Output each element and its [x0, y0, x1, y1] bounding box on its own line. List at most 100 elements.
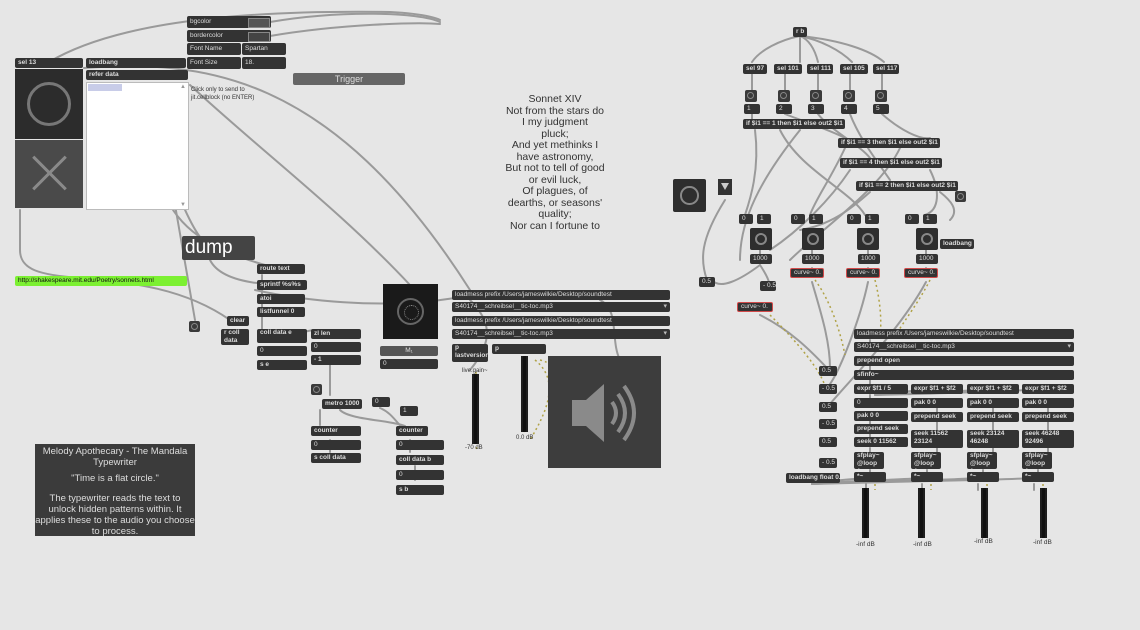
msg-1000-1[interactable]: 1000	[750, 254, 772, 264]
msg-zero-3[interactable]: 0	[847, 214, 861, 224]
sfplay-object-1[interactable]: sfplay~ @loop 1	[854, 452, 884, 469]
sprintf-object[interactable]: sprintf %s%s	[257, 280, 307, 290]
level-slider-1[interactable]	[862, 488, 869, 538]
envelope-bang-2[interactable]	[802, 228, 824, 250]
level-slider-3[interactable]	[981, 488, 988, 538]
pak-object-0[interactable]: pak 0 0	[854, 411, 908, 421]
gain-slider-right[interactable]	[521, 356, 528, 432]
sfplay-object-3[interactable]: sfplay~ @loop 1	[967, 452, 997, 469]
atoi-object[interactable]: atoi	[257, 294, 305, 304]
loadbang-right-object[interactable]: loadbang	[940, 239, 974, 249]
envelope-bang-1[interactable]	[750, 228, 772, 250]
expr-divide-object[interactable]: expr $f1 / 5	[854, 384, 908, 394]
minus-half-3[interactable]: - 0.5	[819, 458, 837, 468]
seek-message-3[interactable]: seek 23124 46248	[967, 430, 1019, 448]
prepend-seek-0[interactable]: prepend seek	[854, 424, 908, 434]
clear-message[interactable]: clear	[227, 316, 249, 326]
sfplay-object-2[interactable]: sfplay~ @loop 1	[911, 452, 941, 469]
bgcolor-swatch[interactable]	[248, 18, 270, 28]
number-box-m1[interactable]: 0	[380, 359, 438, 369]
if-equals-2-object[interactable]: if $i1 == 2 then $i1 else out2 $i1	[856, 181, 958, 191]
pak-object-2[interactable]: pak 0 0	[967, 398, 1019, 408]
multiply-signal-2[interactable]: *~	[911, 472, 943, 482]
s-coll-data-object[interactable]: s coll data	[311, 453, 361, 463]
trigger-button[interactable]: Trigger	[293, 73, 405, 85]
circle-tile[interactable]	[15, 69, 83, 139]
main-bang-button[interactable]	[673, 179, 706, 212]
bang-1-button[interactable]	[745, 90, 757, 102]
cross-tile[interactable]	[15, 140, 83, 208]
cellblock-selected-cell[interactable]	[88, 84, 122, 91]
msg-1000-2[interactable]: 1000	[802, 254, 824, 264]
bang-3-button[interactable]	[810, 90, 822, 102]
seek-message-2[interactable]: seek 11562 23124	[911, 430, 963, 448]
msg-one-4[interactable]: 1	[923, 214, 937, 224]
msg-1000-4[interactable]: 1000	[916, 254, 938, 264]
s-e-object[interactable]: s e	[257, 360, 307, 370]
seek-message-4[interactable]: seek 46248 92496	[1022, 430, 1074, 448]
prepend-seek-3[interactable]: prepend seek	[1022, 412, 1074, 422]
curve-object-2[interactable]: curve~ 0.	[846, 268, 880, 278]
expr-add-object-3[interactable]: expr $f1 + $f2	[1022, 384, 1074, 394]
gain-slider-left[interactable]	[472, 374, 479, 444]
msg-zero-1[interactable]: 0	[739, 214, 753, 224]
font-name-value[interactable]: Spartan	[242, 43, 286, 55]
number-box-expr[interactable]: 0	[854, 398, 908, 408]
file-menu-2[interactable]: S40174__schreibsel__tic-toc.mp3	[452, 329, 670, 339]
metro-object[interactable]: metro 1000	[322, 399, 362, 409]
bang-2-button[interactable]	[778, 90, 790, 102]
loadbang-object[interactable]: loadbang	[86, 58, 186, 68]
message-3[interactable]: 3	[808, 104, 824, 114]
curve-object-4[interactable]: curve~ 0.	[737, 302, 773, 312]
expr-add-object-1[interactable]: expr $f1 + $f2	[911, 384, 963, 394]
float-half-1[interactable]: 0.5	[819, 366, 837, 376]
loadmess-prefix-right[interactable]: loadmess prefix /Users/jameswilkie/Deskt…	[854, 329, 1074, 339]
minus-half-2[interactable]: - 0.5	[819, 419, 837, 429]
coll-data-e-object[interactable]: coll data e	[257, 329, 307, 343]
expr-add-object-2[interactable]: expr $f1 + $f2	[967, 384, 1019, 394]
multiply-signal-1[interactable]: *~	[854, 472, 886, 482]
multiply-signal-3[interactable]: *~	[967, 472, 999, 482]
url-message[interactable]: http://shakespeare.mit.edu/Poetry/sonnet…	[15, 276, 187, 286]
clear-bang-button[interactable]	[189, 321, 200, 332]
pak-object-3[interactable]: pak 0 0	[1022, 398, 1074, 408]
message-4[interactable]: 4	[841, 104, 857, 114]
curve-object-3[interactable]: curve~ 0.	[904, 268, 938, 278]
msg-1000-3[interactable]: 1000	[858, 254, 880, 264]
refer-data-object[interactable]: refer data	[86, 70, 188, 80]
sel-117-object[interactable]: sel 117	[873, 64, 899, 74]
message-1[interactable]: 1	[744, 104, 760, 114]
bordercolor-swatch[interactable]	[248, 32, 270, 42]
s-b-object[interactable]: s b	[396, 485, 444, 495]
file-menu[interactable]: S40174__schreibsel__tic-toc.mp3	[452, 302, 670, 312]
sel-105-object[interactable]: sel 105	[840, 64, 868, 74]
msg-zero-4[interactable]: 0	[905, 214, 919, 224]
msg-one-3[interactable]: 1	[865, 214, 879, 224]
float-half-3[interactable]: 0.5	[819, 437, 837, 447]
coll-data-b-object[interactable]: coll data b	[396, 455, 444, 465]
counter-object-a[interactable]: counter	[311, 426, 361, 436]
number-box-counter-a[interactable]: 0	[311, 440, 361, 450]
r-b-object[interactable]: r b	[793, 27, 807, 37]
message-5[interactable]: 5	[873, 104, 889, 114]
if-equals-3-object[interactable]: if $i1 == 3 then $i1 else out2 $i1	[838, 138, 940, 148]
loadmess-prefix-object-2[interactable]: loadmess prefix /Users/jameswilkie/Deskt…	[452, 316, 670, 326]
cellblock-scroll-down[interactable]: ▼	[180, 202, 186, 208]
number-box-coll-b[interactable]: 0	[396, 470, 444, 480]
sel-13-object[interactable]: sel 13	[15, 58, 83, 68]
number-box-counter-b[interactable]: 0	[396, 440, 444, 450]
dump-button[interactable]: dump	[182, 236, 255, 260]
sel-97-object[interactable]: sel 97	[743, 64, 767, 74]
minus-half-1[interactable]: - 0.5	[819, 384, 837, 394]
metro-toggle[interactable]	[311, 384, 322, 395]
sfplay-object-4[interactable]: sfplay~ @loop 1	[1022, 452, 1052, 469]
msg-one-2[interactable]: 1	[809, 214, 823, 224]
number-box-metro[interactable]: 0	[372, 397, 390, 407]
route-text-object[interactable]: route text	[257, 264, 305, 274]
gate-toggle[interactable]	[718, 179, 732, 195]
minus-one-object[interactable]: - 1	[311, 355, 361, 365]
loadbang-float-object[interactable]: loadbang float 0.	[786, 473, 840, 483]
minus-half-object-top[interactable]: - 0.5	[760, 281, 776, 291]
msg-zero-2[interactable]: 0	[791, 214, 805, 224]
number-box-one[interactable]: 1	[400, 406, 418, 416]
